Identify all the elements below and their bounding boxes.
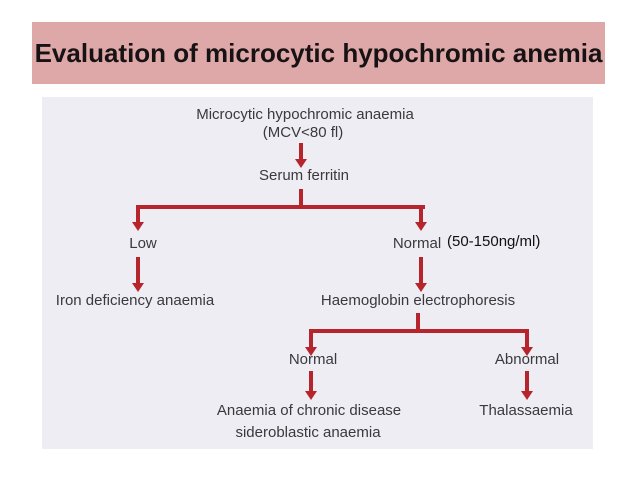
connector-line — [309, 329, 313, 347]
normal-label: Normal — [392, 235, 442, 252]
arrow-down-icon — [305, 347, 317, 356]
connector-line — [136, 257, 140, 283]
ferritin-range-annotation: (50-150ng/ml) — [447, 233, 541, 250]
iron-deficiency-label: Iron deficiency anaemia — [55, 292, 215, 309]
root-node-label: Microcytic hypochromic anaemia — [196, 106, 414, 123]
low-label: Low — [129, 235, 157, 252]
title-banner: Evaluation of microcytic hypochromic ane… — [32, 22, 605, 84]
connector-line — [416, 313, 420, 329]
connector-line — [309, 371, 313, 391]
sideroblastic-anaemia-label: sideroblastic anaemia — [235, 424, 381, 441]
connector-line — [136, 205, 425, 209]
connector-line — [309, 329, 529, 333]
connector-line — [299, 143, 303, 159]
connector-line — [299, 189, 303, 205]
arrow-down-icon — [295, 159, 307, 168]
connector-line — [419, 257, 423, 283]
slide-title: Evaluation of microcytic hypochromic ane… — [34, 37, 603, 68]
anemia-flowchart: Microcytic hypochromic anaemia (MCV<80 f… — [42, 97, 593, 449]
arrow-down-icon — [305, 391, 317, 400]
thalassaemia-label: Thalassaemia — [479, 402, 573, 419]
normal-electrophoresis-label: Normal — [288, 351, 338, 368]
abnormal-electrophoresis-label: Abnormal — [494, 351, 560, 368]
arrow-down-icon — [132, 283, 144, 292]
arrow-down-icon — [521, 347, 533, 356]
haemoglobin-electrophoresis-label: Haemoglobin electrophoresis — [320, 292, 516, 309]
connector-line — [525, 371, 529, 391]
chronic-disease-label: Anaemia of chronic disease — [216, 402, 402, 419]
connector-line — [136, 205, 140, 222]
connector-line — [419, 205, 423, 222]
mcv-criteria-label: (MCV<80 fl) — [262, 124, 344, 141]
connector-line — [525, 329, 529, 347]
serum-ferritin-label: Serum ferritin — [258, 167, 350, 184]
arrow-down-icon — [415, 222, 427, 231]
arrow-down-icon — [521, 391, 533, 400]
arrow-down-icon — [132, 222, 144, 231]
arrow-down-icon — [415, 283, 427, 292]
